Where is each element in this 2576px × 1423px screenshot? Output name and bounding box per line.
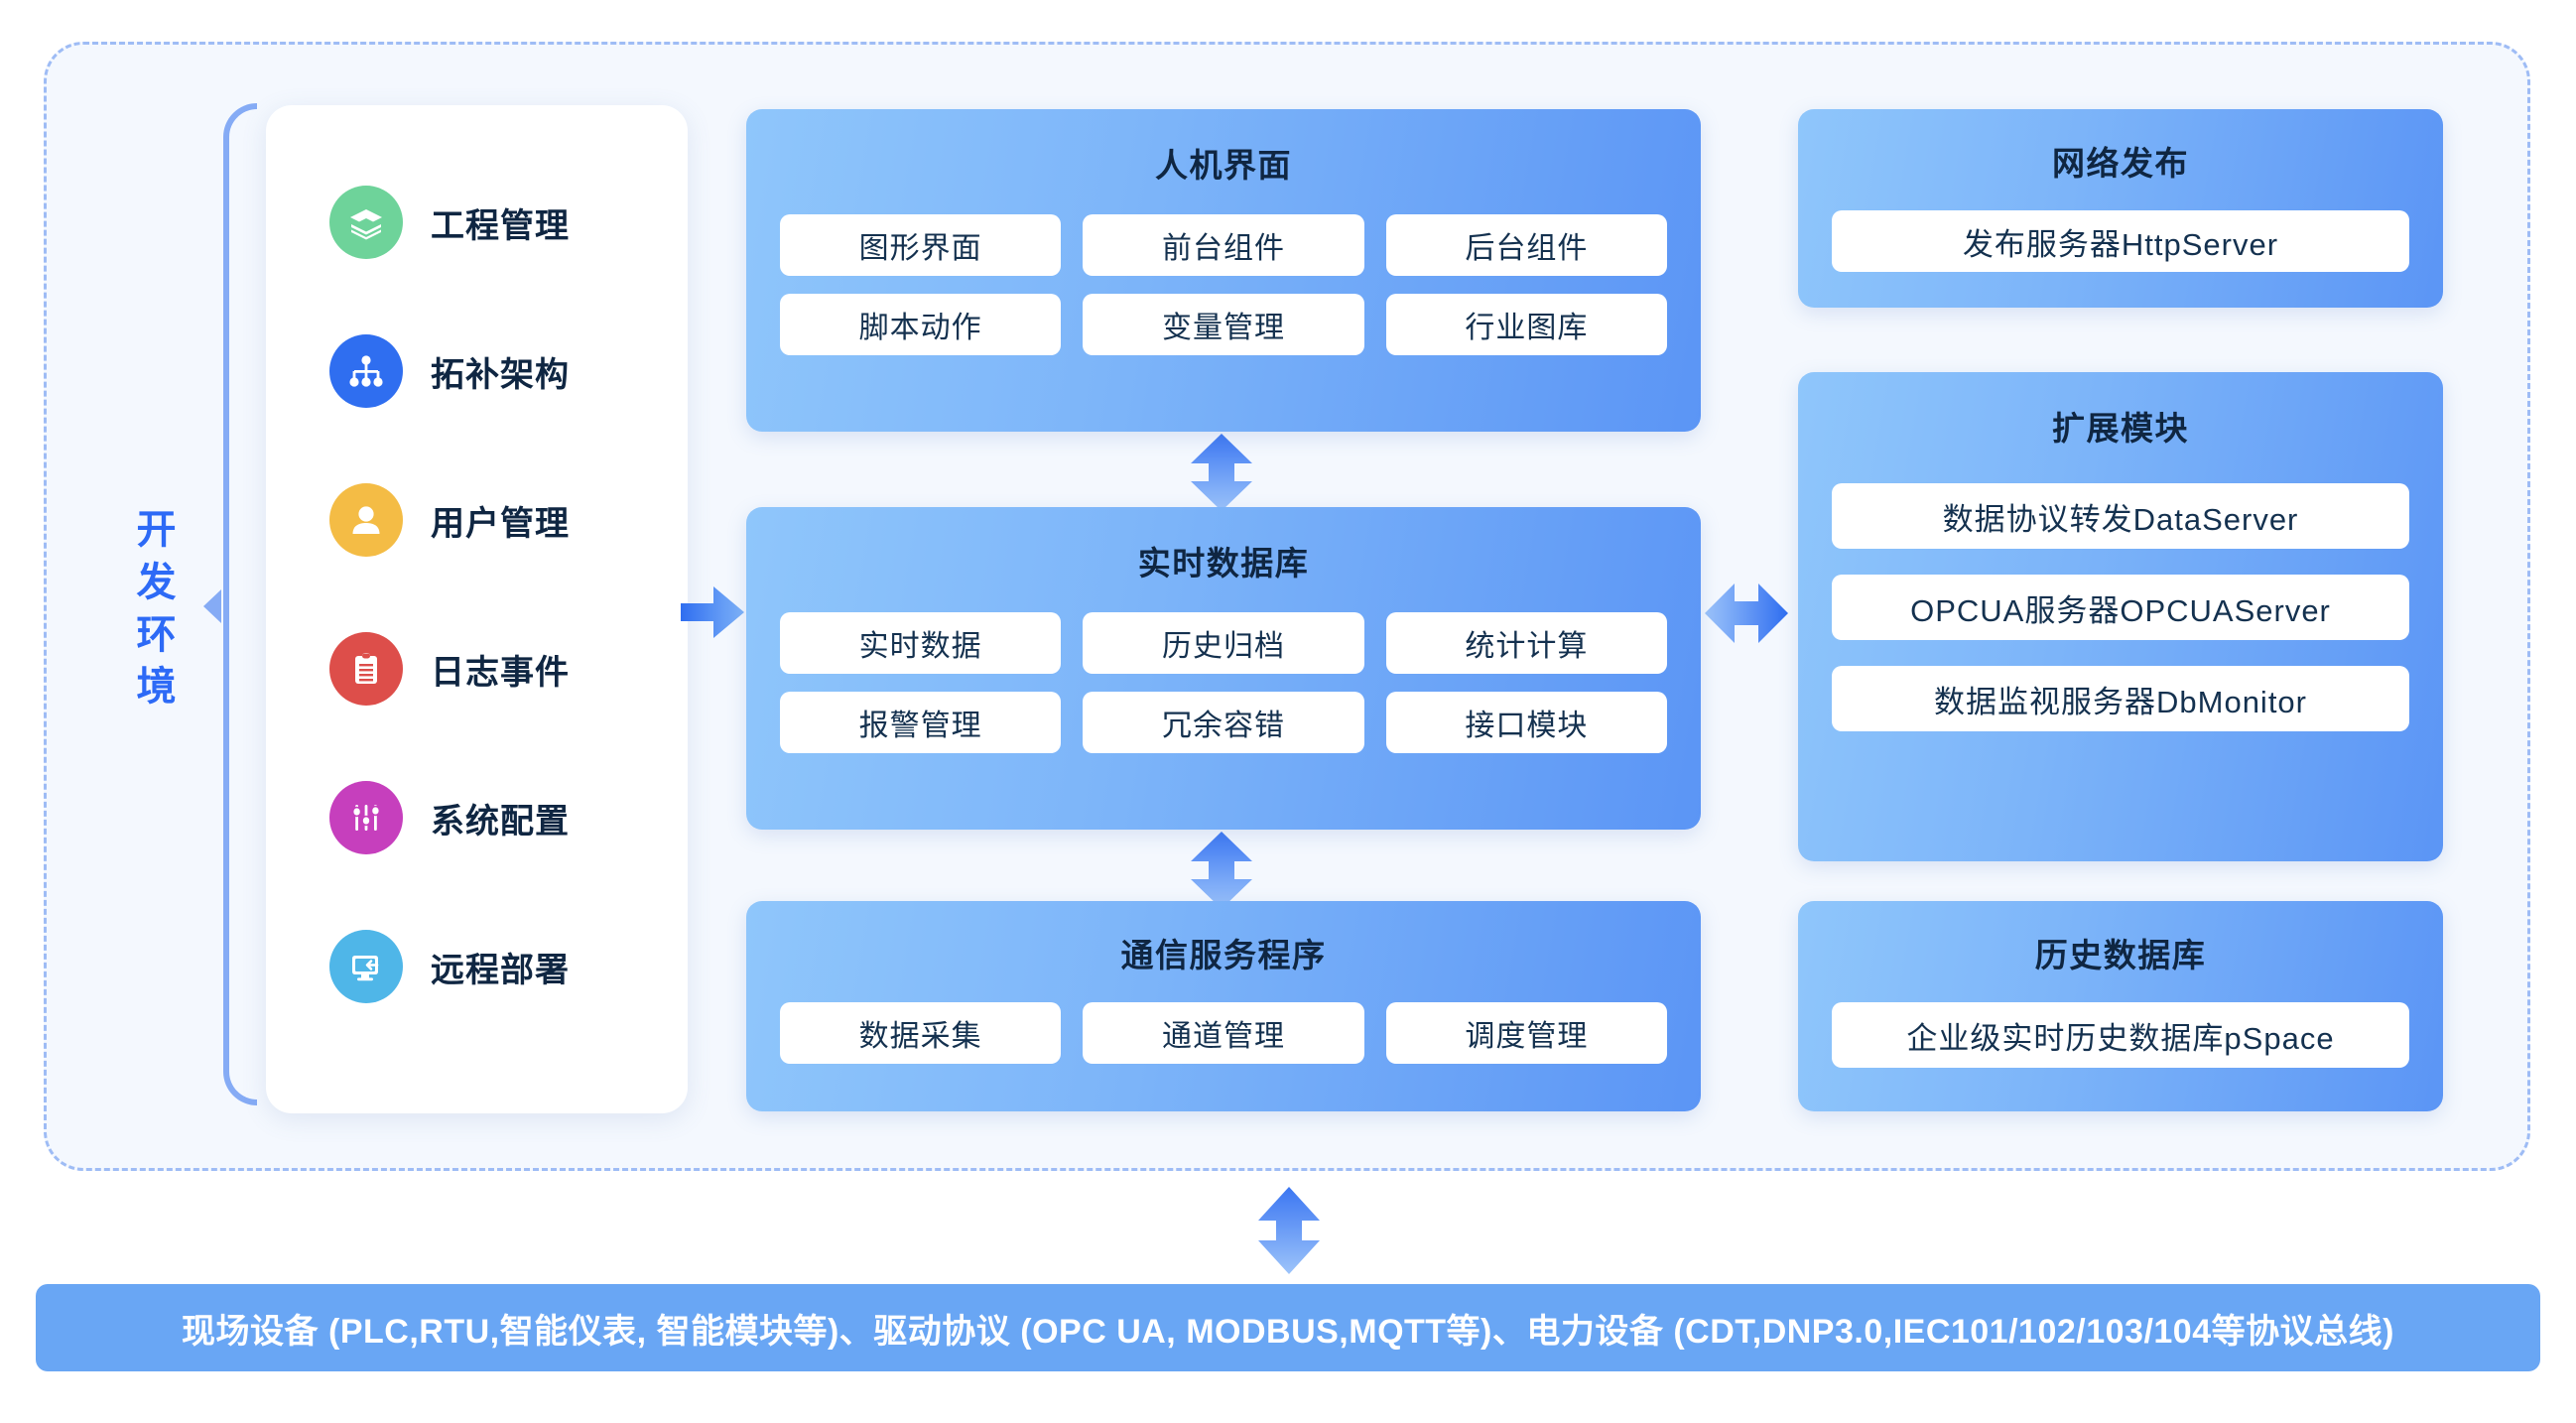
sidebar-item-label: 拓补架构 [431, 355, 570, 394]
chip-channel-management[interactable]: 通道管理 [1083, 1002, 1364, 1064]
chip-pspace[interactable]: 企业级实时历史数据库pSpace [1832, 1002, 2409, 1068]
chip-data-acquisition[interactable]: 数据采集 [780, 1002, 1062, 1064]
chip-data-server[interactable]: 数据协议转发DataServer [1832, 483, 2409, 549]
sidebar-item-system-config[interactable]: 系统配置 [266, 756, 688, 879]
chip-backend-component[interactable]: 后台组件 [1385, 214, 1667, 276]
chip-history-archive[interactable]: 历史归档 [1083, 612, 1364, 674]
panel-hmi: 人机界面 图形界面 前台组件 后台组件 脚本动作 变量管理 行业图库 [746, 109, 1701, 432]
layers-icon [329, 186, 403, 259]
panel-history-database: 历史数据库 企业级实时历史数据库pSpace [1798, 901, 2443, 1111]
sidebar-item-project-management[interactable]: 工程管理 [266, 161, 688, 284]
sidebar-item-label: 系统配置 [431, 802, 570, 841]
panel-title: 通信服务程序 [1120, 937, 1327, 973]
chip-redundancy[interactable]: 冗余容错 [1083, 692, 1364, 753]
dev-environment-label: 开发环境 [136, 508, 178, 710]
chip-grid: 实时数据 历史归档 统计计算 报警管理 冗余容错 接口模块 [746, 612, 1701, 753]
dev-environment-bracket-notch [203, 589, 221, 623]
chip-script-action[interactable]: 脚本动作 [780, 294, 1062, 355]
chip-graphic-ui[interactable]: 图形界面 [780, 214, 1062, 276]
sidebar-item-remote-deploy[interactable]: 远程部署 [266, 905, 688, 1028]
panel-title: 实时数据库 [1137, 545, 1310, 582]
field-devices-banner: 现场设备 (PLC,RTU,智能仪表, 智能模块等)、驱动协议 (OPC UA,… [36, 1284, 2540, 1371]
chip-frontend-component[interactable]: 前台组件 [1083, 214, 1364, 276]
chip-variable-management[interactable]: 变量管理 [1083, 294, 1364, 355]
arrow-up-down-icon [1187, 434, 1256, 511]
sidebar-item-label: 用户管理 [431, 504, 570, 543]
panel-communication-service: 通信服务程序 数据采集 通道管理 调度管理 [746, 901, 1701, 1111]
sidebar-item-label: 工程管理 [431, 206, 570, 245]
arrow-right-icon [681, 582, 746, 642]
chip-statistics[interactable]: 统计计算 [1385, 612, 1667, 674]
chip-db-monitor[interactable]: 数据监视服务器DbMonitor [1832, 666, 2409, 731]
chip-grid: 发布服务器HttpServer [1798, 210, 2443, 272]
panel-title: 扩展模块 [2052, 410, 2189, 447]
monitor-remote-icon [329, 930, 403, 1003]
chip-alarm-management[interactable]: 报警管理 [780, 692, 1062, 753]
sidebar-item-user-management[interactable]: 用户管理 [266, 458, 688, 582]
arrow-up-down-icon [1254, 1187, 1324, 1274]
sidebar-item-label: 日志事件 [431, 653, 570, 692]
chip-interface-module[interactable]: 接口模块 [1385, 692, 1667, 753]
clipboard-icon [329, 632, 403, 706]
chip-grid: 数据采集 通道管理 调度管理 [746, 1002, 1701, 1064]
panel-title: 网络发布 [2052, 145, 2189, 182]
chip-opcua-server[interactable]: OPCUA服务器OPCUAServer [1832, 575, 2409, 640]
dev-environment-list: 工程管理 拓补架构 [266, 161, 688, 1028]
chip-grid: 企业级实时历史数据库pSpace [1798, 1002, 2443, 1068]
panel-web-publish: 网络发布 发布服务器HttpServer [1798, 109, 2443, 308]
sitemap-icon [329, 334, 403, 408]
dev-environment-bracket [223, 103, 257, 1105]
arrow-left-right-icon [1705, 582, 1788, 645]
panel-title: 人机界面 [1155, 147, 1292, 184]
chip-grid: 图形界面 前台组件 后台组件 脚本动作 变量管理 行业图库 [746, 214, 1701, 355]
panel-title: 历史数据库 [2034, 937, 2207, 973]
chip-grid: 数据协议转发DataServer OPCUA服务器OPCUAServer 数据监… [1798, 483, 2443, 731]
chip-realtime-data[interactable]: 实时数据 [780, 612, 1062, 674]
panel-extension-modules: 扩展模块 数据协议转发DataServer OPCUA服务器OPCUAServe… [1798, 372, 2443, 861]
sidebar-item-topology[interactable]: 拓补架构 [266, 310, 688, 433]
chip-http-server[interactable]: 发布服务器HttpServer [1832, 210, 2409, 272]
dev-environment-card: 工程管理 拓补架构 [266, 105, 688, 1113]
sliders-icon [329, 781, 403, 854]
panel-realtime-database: 实时数据库 实时数据 历史归档 统计计算 报警管理 冗余容错 接口模块 [746, 507, 1701, 830]
chip-industry-library[interactable]: 行业图库 [1385, 294, 1667, 355]
arrow-up-down-icon [1187, 832, 1256, 909]
sidebar-item-log-events[interactable]: 日志事件 [266, 607, 688, 730]
chip-dispatch-management[interactable]: 调度管理 [1385, 1002, 1667, 1064]
user-icon [329, 483, 403, 557]
sidebar-item-label: 远程部署 [431, 951, 570, 989]
